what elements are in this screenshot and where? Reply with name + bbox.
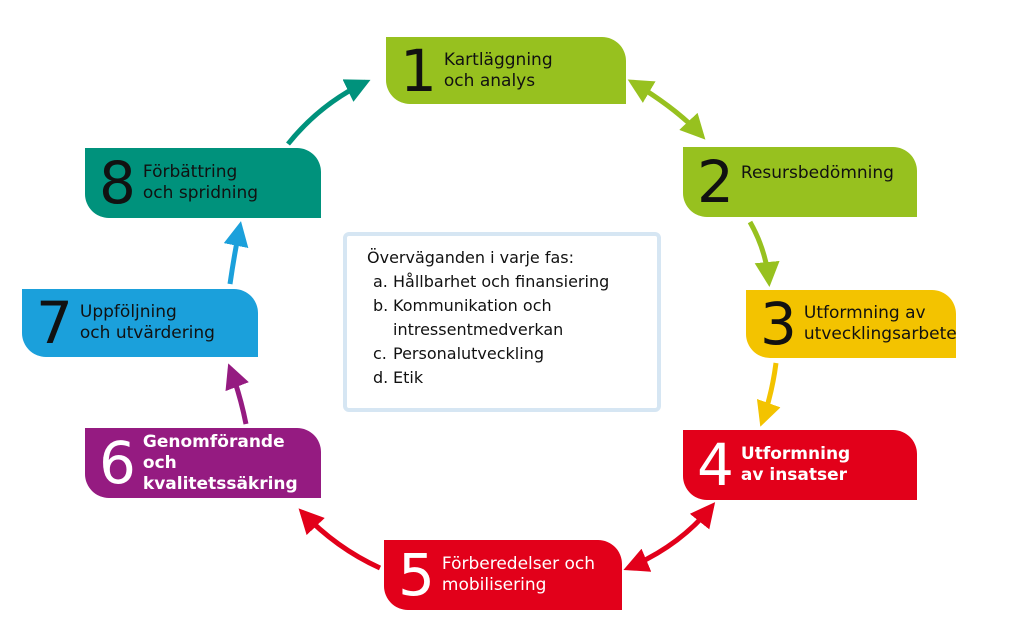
- consideration-letter: d.: [373, 368, 389, 387]
- considerations-box: Överväganden i varje fas: a. Hållbarhet …: [343, 232, 661, 412]
- phase-5-number: 5: [398, 541, 435, 609]
- phase-6-box: 6 Genomförande och kvalitetssäkring: [85, 428, 321, 498]
- phase-5-box: 5 Förberedelser och mobilisering: [384, 540, 622, 610]
- consideration-item-a: a. Hållbarhet och finansiering: [373, 270, 643, 294]
- consideration-letter: b.: [373, 296, 389, 315]
- phase-7-box: 7 Uppföljning och utvärdering: [22, 289, 258, 357]
- phase-2-label: Resursbedömning: [740, 162, 894, 183]
- phase-2-box: 2 Resursbedömning: [683, 147, 917, 217]
- consideration-item-b: b. Kommunikation och intressentmedverkan: [373, 294, 643, 342]
- phase-5-label: Förberedelser och mobilisering: [441, 554, 595, 595]
- consideration-text: Etik: [393, 368, 424, 387]
- consideration-item-c: c. Personalutveckling: [373, 342, 643, 366]
- consideration-text: Kommunikation och intressentmedverkan: [393, 296, 564, 339]
- consideration-letter: a.: [373, 272, 388, 291]
- phase-1-label: Kartläggning och analys: [443, 49, 553, 91]
- arrow-phase8-phase1: [286, 79, 371, 146]
- arrow-phase6-phase7: [225, 363, 249, 425]
- arrow-phase5-phase6: [298, 508, 382, 571]
- arrow-phase4-phase5: [623, 502, 716, 572]
- consideration-item-d: d. Etik: [373, 366, 643, 390]
- phase-3-label: Utformning av utvecklingsarbete: [803, 303, 957, 344]
- phase-4-label: Utformning av insatser: [740, 444, 851, 485]
- phase-1-box: 1 Kartläggning och analys: [386, 37, 626, 104]
- phase-8-box: 8 Förbättring och spridning: [85, 148, 321, 218]
- consideration-text: Hållbarhet och finansiering: [393, 272, 610, 291]
- consideration-letter: c.: [373, 344, 387, 363]
- phase-6-label: Genomförande och kvalitetssäkring: [142, 431, 298, 494]
- phase-1-number: 1: [400, 36, 437, 105]
- phase-8-number: 8: [99, 149, 136, 217]
- phase-2-number: 2: [697, 148, 734, 216]
- phase-7-label: Uppföljning och utvärdering: [79, 302, 215, 343]
- consideration-text: Personalutveckling: [393, 344, 544, 363]
- phase-6-number: 6: [99, 429, 136, 497]
- arrow-phase7-phase8: [223, 221, 249, 285]
- phase-8-label: Förbättring och spridning: [142, 162, 259, 203]
- considerations-heading: Överväganden i varje fas:: [367, 248, 575, 267]
- phase-4-box: 4 Utformning av insatser: [683, 430, 917, 500]
- phase-7-number: 7: [36, 289, 73, 357]
- arrow-phase1-phase2: [627, 79, 706, 140]
- arrow-phase2-phase3: [747, 220, 780, 287]
- phase-3-number: 3: [760, 290, 797, 358]
- considerations-list: a. Hållbarhet och finansiering b. Kommun…: [367, 270, 643, 390]
- arrow-phase3-phase4: [756, 362, 781, 427]
- phase-3-box: 3 Utformning av utvecklingsarbete: [746, 290, 957, 358]
- phase-4-number: 4: [697, 431, 734, 499]
